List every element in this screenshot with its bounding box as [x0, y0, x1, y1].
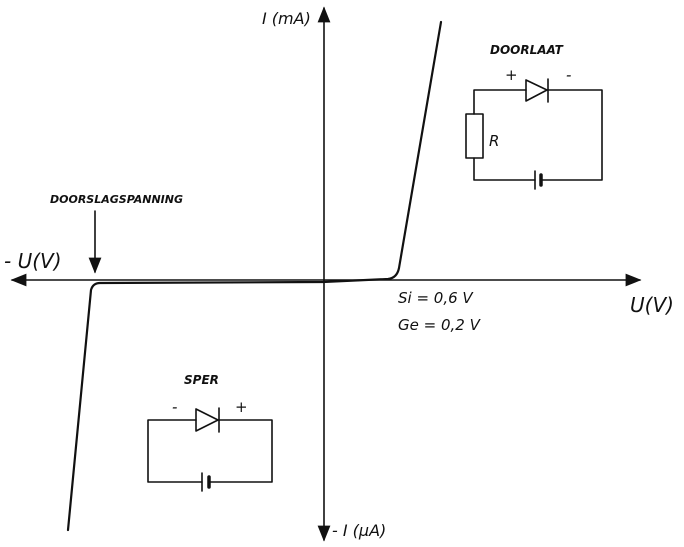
- forward-minus: -: [566, 66, 571, 84]
- x-positive-label: U(V): [630, 293, 674, 317]
- breakdown-label: DOORSLAGSPANNING: [50, 193, 183, 206]
- reverse-plus: +: [235, 398, 248, 416]
- si-threshold: Si = 0,6 V: [398, 289, 474, 307]
- y-negative-label: - I (µA): [332, 521, 386, 540]
- resistor-label: R: [489, 132, 499, 150]
- ge-threshold: Ge = 0,2 V: [398, 316, 482, 334]
- diode-icon: [525, 78, 549, 103]
- diode-icon: [195, 407, 220, 433]
- reverse-bias-circuit: SPER - +: [147, 373, 273, 492]
- iv-curve: [66, 20, 443, 532]
- reverse-minus: -: [172, 398, 177, 416]
- resistor-icon: [465, 113, 484, 159]
- reverse-title: SPER: [184, 373, 219, 387]
- battery-icon: [201, 472, 211, 492]
- forward-title: DOORLAAT: [490, 43, 564, 57]
- y-positive-label: I (mA): [262, 9, 311, 28]
- forward-bias-circuit: DOORLAAT + - R: [465, 43, 603, 190]
- battery-icon: [534, 170, 543, 190]
- forward-plus: +: [505, 66, 518, 84]
- x-negative-label: - U(V): [4, 249, 62, 273]
